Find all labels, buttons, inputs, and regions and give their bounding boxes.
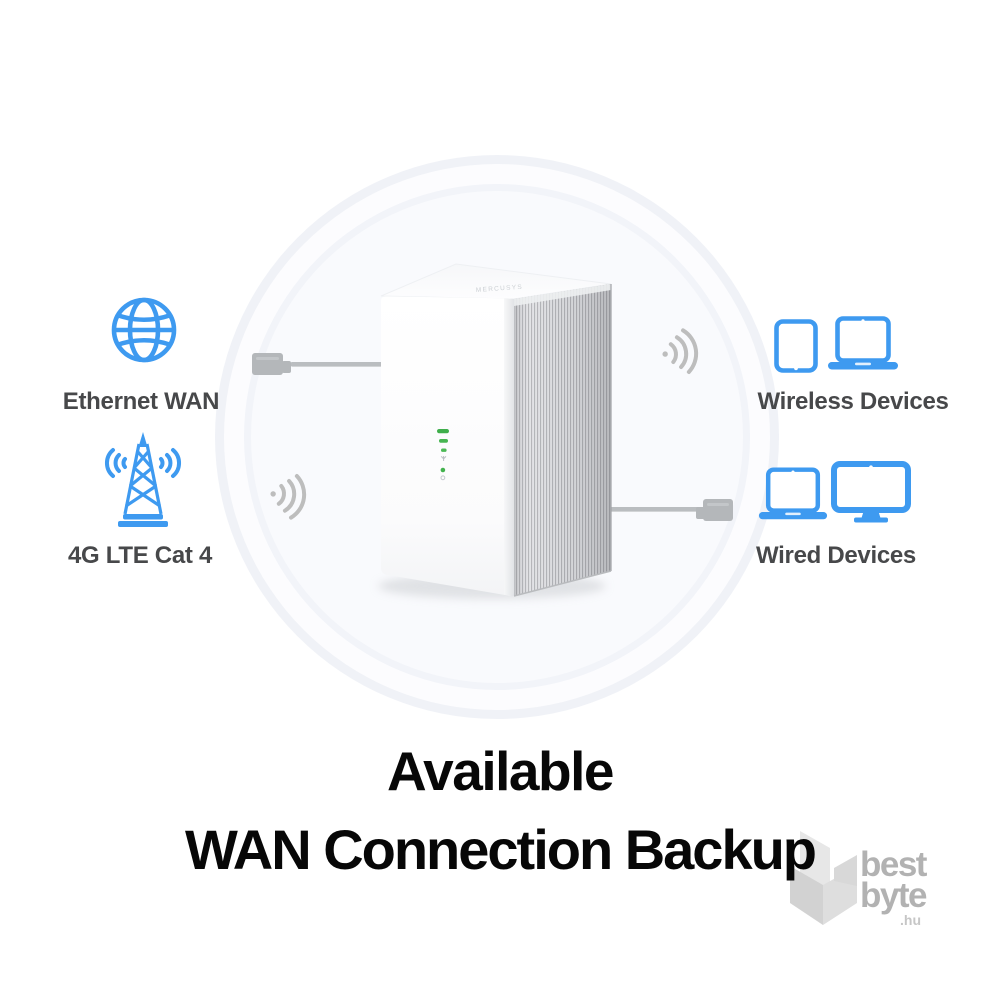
wireless-devices-label: Wireless Devices	[757, 388, 949, 415]
ethernet-cable-right	[600, 499, 733, 521]
router-side-shading	[514, 284, 611, 596]
wifi-waves-left-icon	[270, 474, 307, 520]
signal-bar-weak-led	[441, 448, 447, 452]
monitor-icon	[831, 461, 911, 523]
router-corner-bevel	[504, 298, 514, 596]
ethernet-wan-label: Ethernet WAN	[62, 388, 220, 415]
bestbyte-watermark: best byte .hu	[786, 824, 956, 954]
bestbyte-logo-icon	[790, 831, 857, 925]
headline-line2: WAN Connection Backup	[184, 818, 817, 881]
wifi-led	[440, 467, 446, 473]
headline: Available WAN Connection Backup	[0, 744, 1000, 878]
signal-bar-medium-led	[439, 439, 448, 443]
router-side-bottom-edge	[513, 570, 612, 597]
watermark-suffix: .hu	[900, 912, 921, 928]
cell-tower-icon	[105, 432, 181, 527]
router-top-bevel	[514, 284, 611, 306]
ethernet-cable-left	[252, 353, 385, 375]
headline-line1: Available	[387, 740, 614, 802]
wifi-waves-right-icon	[662, 328, 699, 374]
watermark-word1: best	[860, 845, 927, 884]
router-device: MERCUSYS	[378, 263, 612, 599]
antenna-glyph	[440, 456, 447, 461]
signal-bar-strong-led	[437, 429, 449, 434]
globe-icon	[111, 297, 177, 363]
router-front-face	[381, 296, 514, 596]
watermark-word2: byte	[860, 876, 927, 915]
laptop-icon	[828, 316, 898, 370]
power-glyph	[440, 475, 446, 481]
laptop-icon	[758, 467, 828, 520]
router-led-panel	[437, 429, 449, 481]
router-brand-label: MERCUSYS	[476, 284, 524, 294]
tablet-icon	[774, 319, 818, 373]
lte-label: 4G LTE Cat 4	[68, 542, 212, 569]
wired-devices-label: Wired Devices	[756, 542, 916, 569]
